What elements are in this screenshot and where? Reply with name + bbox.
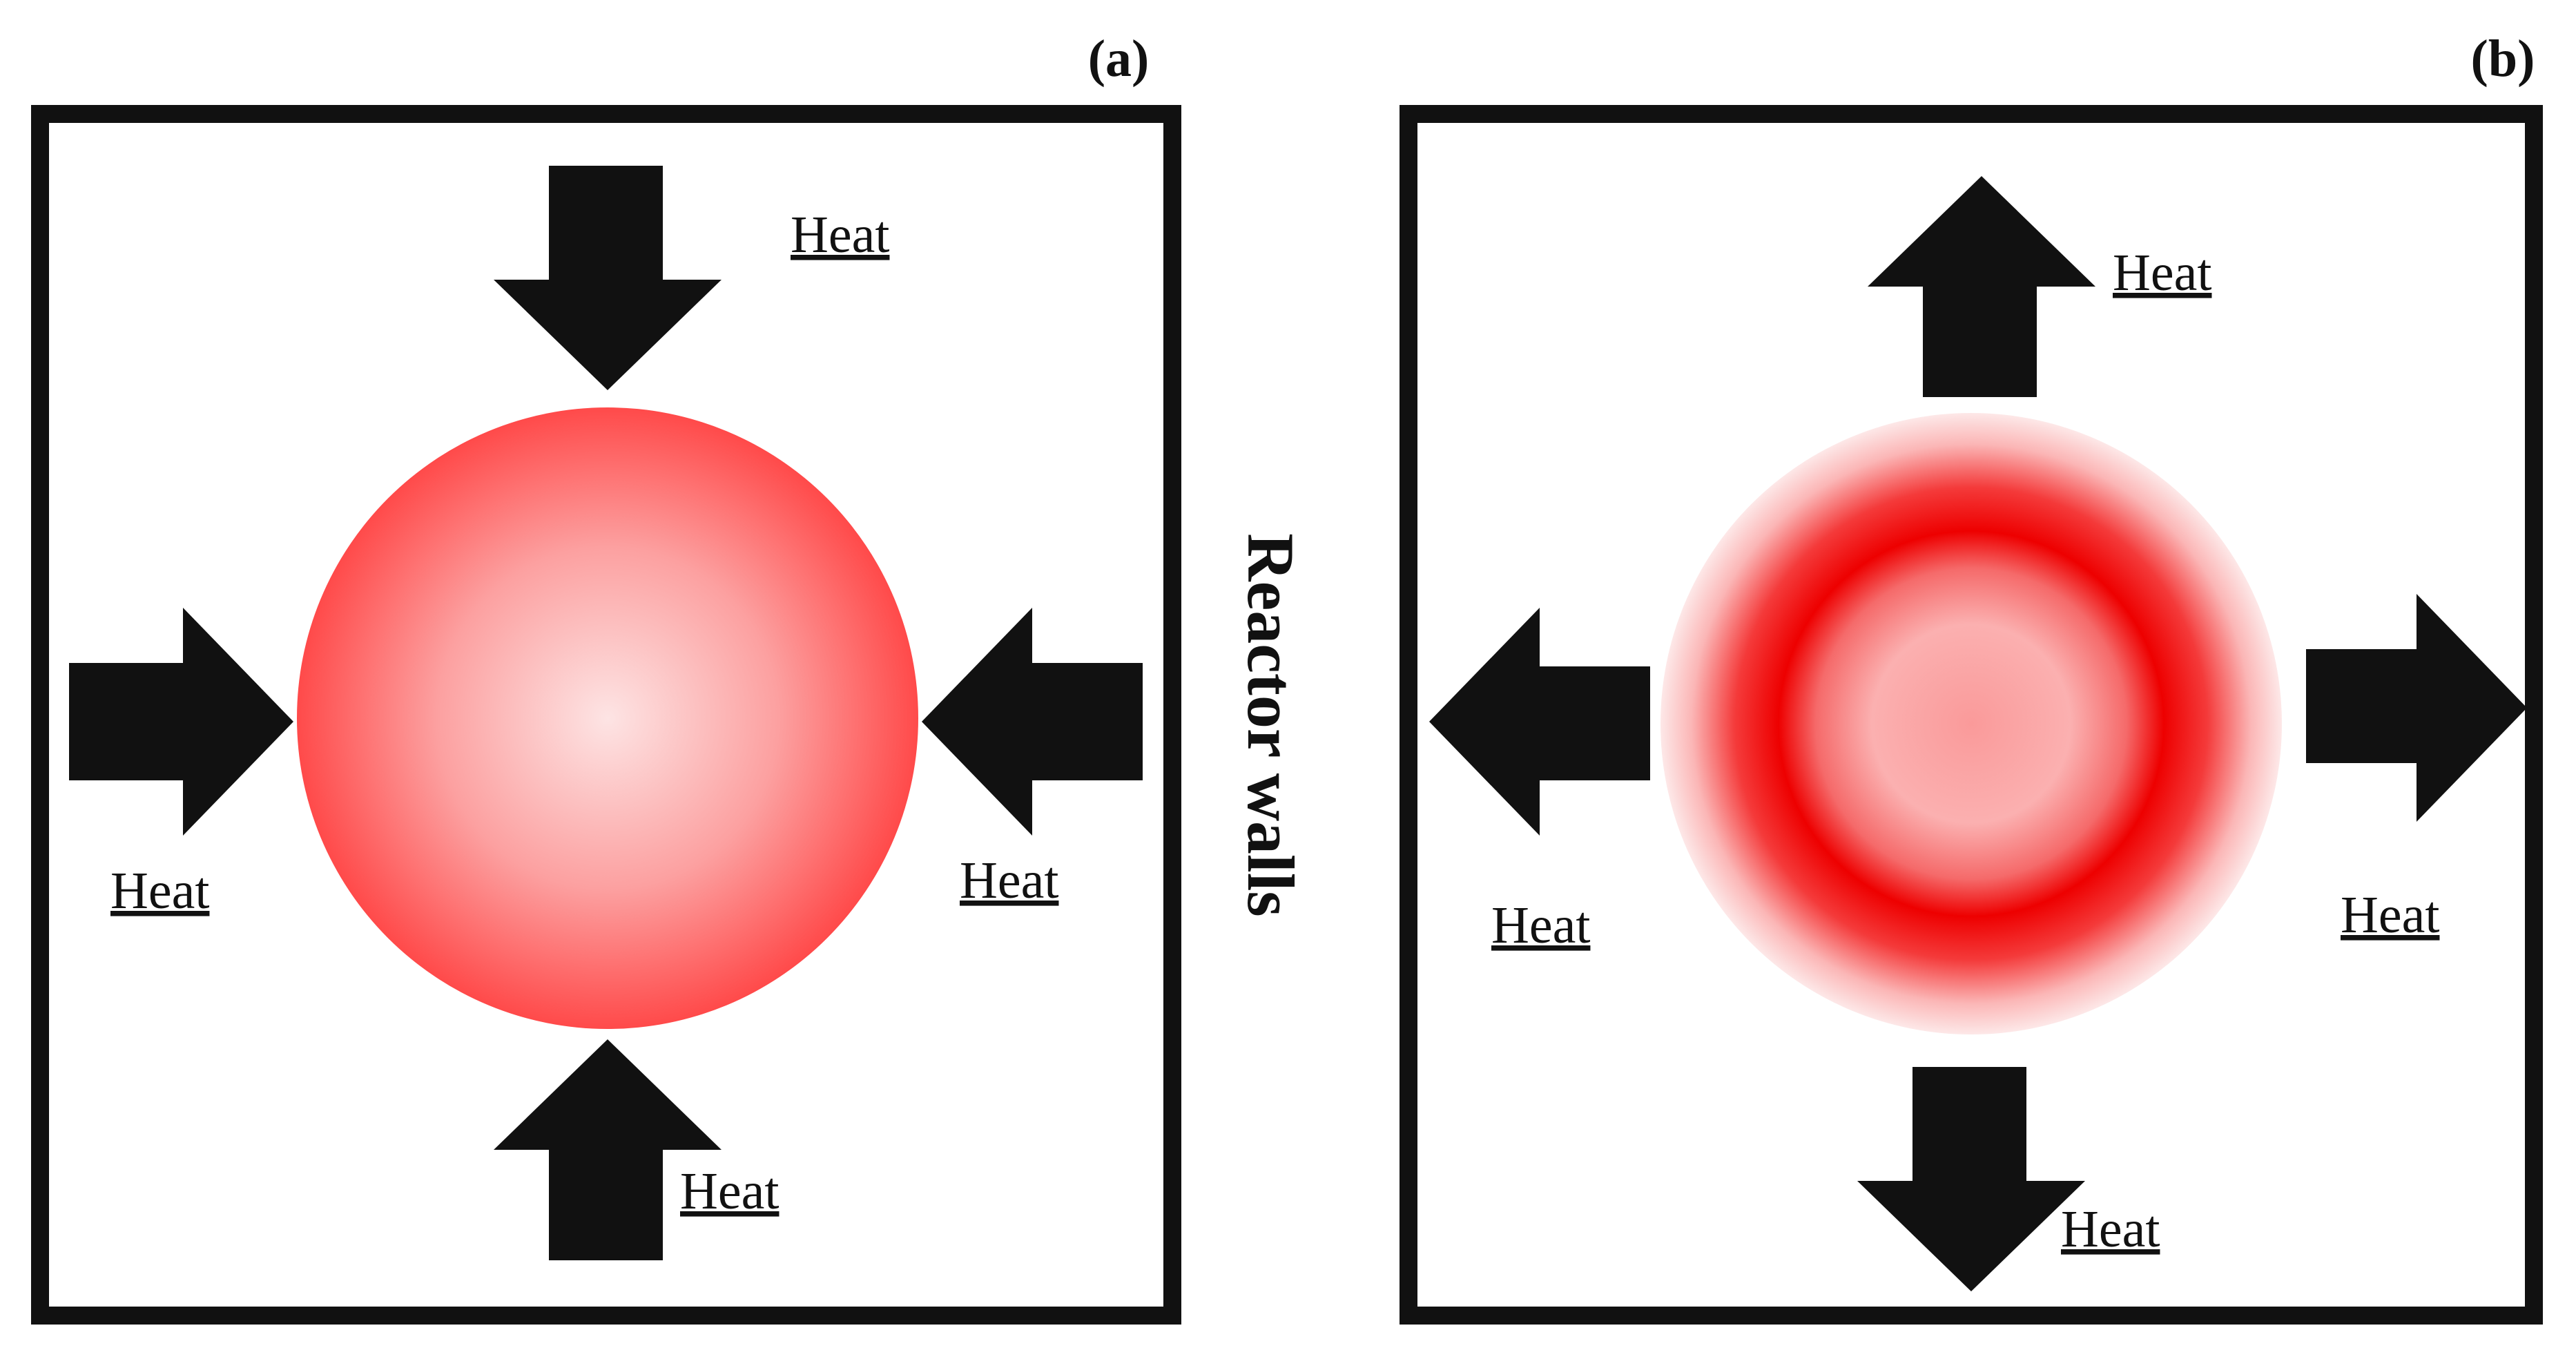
panel-a-heat-arrow-top	[494, 166, 722, 390]
panel-b-heat-arrow-top	[1868, 176, 2095, 397]
panel-b-heat-label-right: Heat	[2341, 886, 2439, 944]
panel-a-label: (a)	[1088, 30, 1150, 88]
panel-a-heat-label-top: Heat	[791, 206, 889, 264]
panel-b-heat-label-top: Heat	[2113, 244, 2211, 302]
panel-a-particle	[297, 407, 918, 1029]
panel-b-heat-label-bottom: Heat	[2061, 1200, 2160, 1258]
panel-b-heat-arrow-left	[1429, 608, 1650, 836]
panel-a-heat-arrow-left	[69, 608, 293, 836]
panel-a: (a) Heat Heat Heat Heat	[31, 30, 1181, 1325]
panel-b-label: (b)	[2471, 30, 2535, 88]
panel-b-particle	[1660, 413, 2282, 1034]
panel-b-frame	[1400, 105, 2543, 1325]
panel-a-heat-label-right: Heat	[960, 851, 1058, 909]
panel-a-heat-label-left: Heat	[110, 862, 209, 920]
panel-a-frame	[31, 105, 1181, 1325]
panel-b: (b) Heat Heat Heat Heat	[1400, 30, 2543, 1325]
panel-a-heat-arrow-bottom	[494, 1039, 722, 1260]
reactor-walls-label: Reactor walls	[1234, 533, 1308, 916]
panel-a-heat-arrow-right	[922, 608, 1143, 836]
panel-a-heat-label-bottom: Heat	[680, 1162, 779, 1220]
panel-b-heat-arrow-right	[2306, 594, 2527, 822]
panel-b-heat-arrow-bottom	[1857, 1067, 2085, 1291]
panel-b-heat-label-left: Heat	[1491, 896, 1590, 954]
